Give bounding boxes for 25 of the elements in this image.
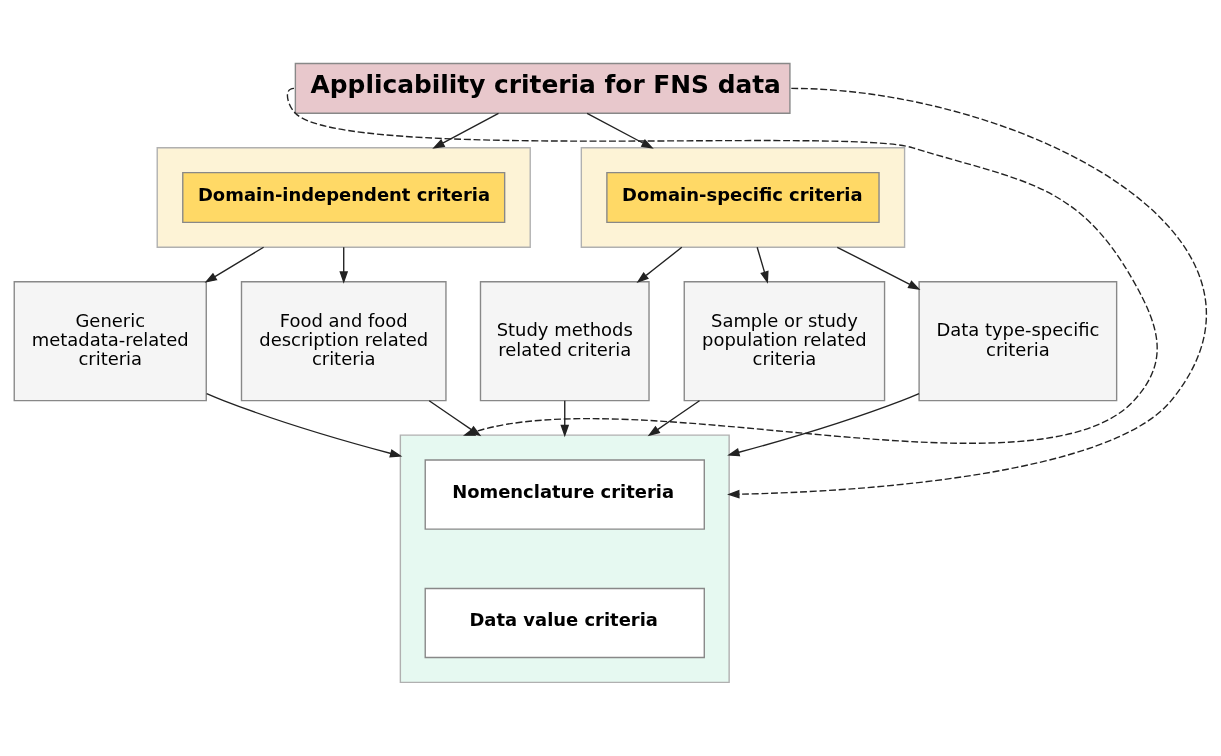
arrow <box>586 112 654 149</box>
node-box: Data value criteria <box>424 587 705 658</box>
arrow <box>204 246 265 283</box>
cluster <box>580 146 906 248</box>
arrow <box>727 392 920 456</box>
node-box: Domain-independent criteria <box>182 171 506 223</box>
node-box: Sample or study population related criteria <box>683 280 886 401</box>
arrow <box>339 246 349 284</box>
node-box: Data type-specific criteria <box>918 280 1118 401</box>
node-box: Applicability criteria for FNS data <box>294 62 791 114</box>
arrow <box>836 246 921 290</box>
cluster <box>156 146 531 248</box>
node-box: Generic metadata-related criteria <box>13 280 207 401</box>
node-box: Domain-specific criteria <box>606 171 880 223</box>
arrow <box>727 87 1207 499</box>
node-box: Food and food description related criteria <box>240 280 447 401</box>
arrow <box>756 246 769 284</box>
arrow <box>432 112 500 149</box>
arrow <box>636 246 683 283</box>
arrow <box>205 392 403 458</box>
cluster <box>399 433 730 683</box>
arrow <box>647 399 701 436</box>
node-box: Study methods related criteria <box>479 280 650 401</box>
arrow <box>560 399 570 437</box>
node-box: Nomenclature criteria <box>424 458 705 530</box>
